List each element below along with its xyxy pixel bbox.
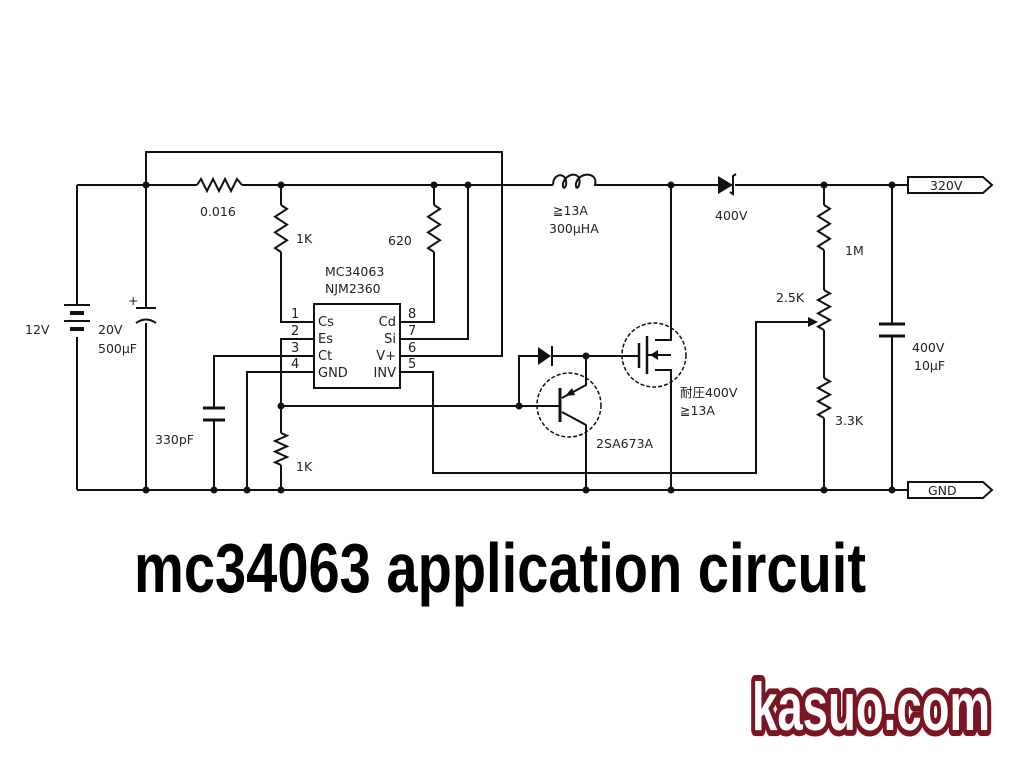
ground-port-label: GND [928,483,957,498]
sense-resistor-symbol [196,176,243,194]
pin-name: Cs [318,315,334,330]
timing-capacitor-symbol [203,406,225,422]
pin-name: Cd [379,315,396,330]
output-cap-capacitance: 10μF [914,358,945,373]
input-cap-voltage: 20V [98,322,123,337]
pin-name: Es [318,332,333,347]
resistor-1m-label: 1M [845,243,864,258]
pin-number: 4 [291,357,299,372]
pin-number: 7 [408,324,416,339]
pnp-transistor-symbol [536,372,602,438]
inductor-symbol [552,173,605,189]
resistor-620-label: 620 [388,233,412,248]
resistor-1k-bottom-label: 1K [296,459,313,474]
resistor-3-3k-symbol [815,377,833,419]
mosfet-symbol [621,322,687,388]
page-title: mc34063 application circuit [134,529,866,607]
plus-sign: + [128,293,138,308]
mosfet-current: ≧13A [680,403,715,418]
pin-name: V+ [376,349,396,364]
wires [76,151,908,491]
resistors [196,176,833,466]
resistor-1k-bottom-symbol [272,432,290,466]
input-capacitor-symbol: + [128,293,157,324]
inductor-current: ≧13A [553,203,588,218]
resistor-1k-top-label: 1K [296,231,313,246]
pin-name: INV [374,366,397,381]
brand-watermark: kasuo.com [752,669,990,745]
output-diode-symbol [718,173,737,196]
pin-number: 8 [408,307,416,322]
pot-label: 2.5K [776,290,805,305]
pot-2-5k-symbol [815,289,833,331]
inductor-value: 300μHA [549,221,599,236]
battery-label: 12V [25,322,50,337]
battery-symbol [64,304,90,331]
resistor-1m-symbol [816,204,832,251]
pin-name: GND [318,366,348,381]
chip-alt-name: NJM2360 [325,281,381,296]
transistor-label: 2SA673A [596,436,654,451]
pin-name: Si [384,332,396,347]
pin-number: 5 [408,357,416,372]
diode-label: 400V [715,208,748,223]
pin-number: 3 [291,341,299,356]
timing-cap-label: 330pF [155,432,194,447]
output-port-label: 320V [930,178,963,193]
output-capacitor-symbol [879,322,905,338]
ground-port: GND [907,481,994,499]
ic-body [313,303,401,389]
chip-name: MC34063 [325,264,384,279]
pin-number: 6 [408,341,416,356]
base-diode-symbol [538,346,553,366]
pin-name: Ct [318,349,332,364]
pin-number: 1 [291,307,299,322]
resistor-620-symbol [426,204,442,253]
sense-resistor-label: 0.016 [200,204,236,219]
pin-number: 2 [291,324,299,339]
input-cap-capacitance: 500μF [98,341,137,356]
output-cap-voltage: 400V [912,340,945,355]
output-port-320v: 320V [907,176,994,194]
pot-wiper-arrow-icon [808,317,818,327]
mosfet-voltage: 耐圧400V [680,385,738,400]
resistor-1k-top-symbol [273,204,289,253]
junction-dots [142,181,896,494]
resistor-3-3k-label: 3.3K [835,413,864,428]
